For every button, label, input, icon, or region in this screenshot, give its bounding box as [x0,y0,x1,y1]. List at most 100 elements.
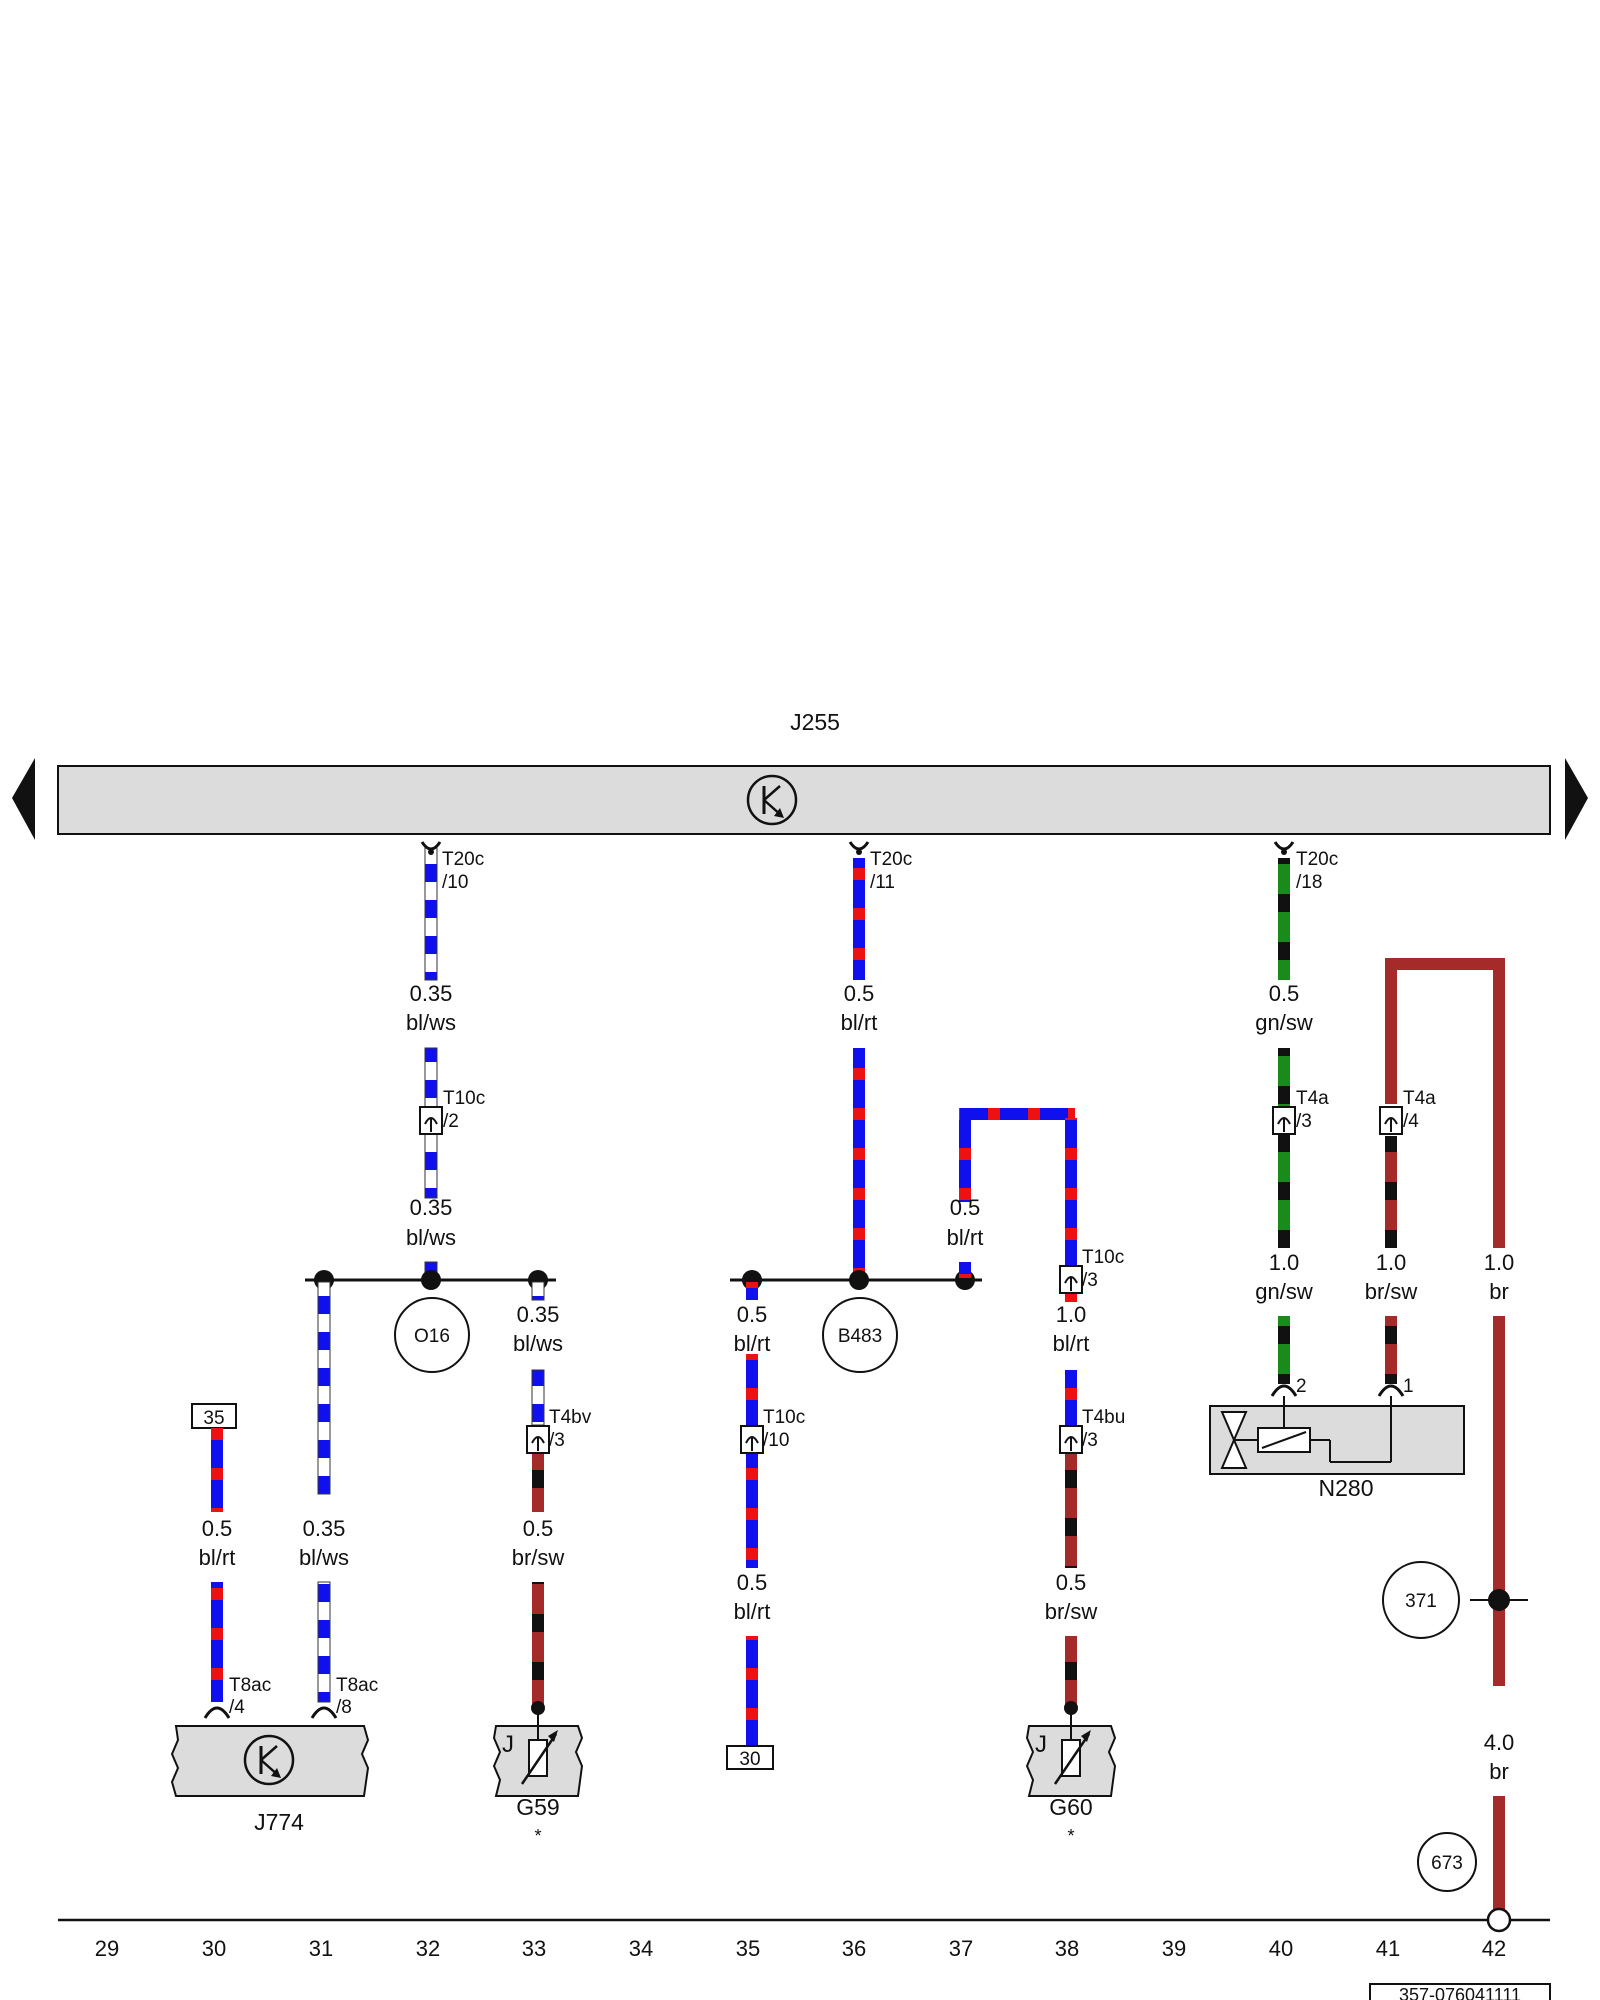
column-number: 41 [1376,1936,1400,1961]
reference-box-30[interactable] [726,1745,774,1770]
connector-pin-t4bv3: /3 [549,1430,565,1451]
connector-label-t10c2: T10c [443,1088,485,1109]
connector-pin-t4a4: /4 [1403,1111,1419,1132]
wire-gauge: 0.5 [950,1195,981,1220]
wire-col38-brsw[interactable] [1065,1454,1077,1568]
connector-pin-t8ac8: /8 [336,1697,352,1718]
pin-label-2: 2 [1296,1376,1307,1397]
wire-col38-stub[interactable] [1065,1294,1077,1302]
wire-color: br [1489,1759,1509,1784]
wire-color: bl/ws [299,1545,349,1570]
ground-point-371-label: 371 [1405,1591,1437,1612]
wire-col31-upper[interactable] [317,1281,331,1495]
connector-plug-icon [1270,1384,1298,1397]
wire-col30-lower[interactable] [211,1582,223,1702]
column-number: 39 [1162,1936,1186,1961]
junction-b483-label: B483 [838,1326,882,1347]
wire-gauge: 0.35 [303,1516,346,1541]
wire-col35-stub[interactable] [746,1282,758,1300]
wire-br-right[interactable] [1493,964,1505,1248]
wire-col36-lower[interactable] [853,1048,865,1276]
wire-col41-lower[interactable] [1385,1316,1397,1384]
wire-col30-upper[interactable] [211,1428,223,1512]
pin-dot [856,849,862,855]
junction-dot [849,1270,869,1290]
connector-label-t20c11: T20c [870,849,912,870]
wire-br-lower[interactable] [1493,1796,1505,1910]
reference-30-label: 30 [739,1749,760,1770]
wire-color: gn/sw [1255,1279,1313,1304]
wire-col33-stub[interactable] [531,1281,545,1301]
connector-socket-icon [848,841,870,851]
column-number: 37 [949,1936,973,1961]
wire-loop-top[interactable] [959,1108,1075,1120]
sensor-g60: J [1025,1708,1117,1797]
wire-col35-mid[interactable] [746,1354,758,1568]
junction-o16 [394,1297,470,1373]
junction-b483 [822,1297,898,1373]
connector-pin-t20c10: /10 [442,872,468,893]
wire-loop-right[interactable] [1065,1118,1077,1268]
wire-br-loop-left[interactable] [1385,964,1397,1104]
wire-loop-left[interactable] [959,1118,971,1202]
wire-color: bl/rt [1053,1331,1090,1356]
wire-col33-brsw[interactable] [532,1450,544,1512]
wire-color: bl/ws [513,1331,563,1356]
control-unit-label: J255 [790,709,840,735]
reference-box-35[interactable] [191,1403,237,1429]
connector-pin-t4bu3: /3 [1082,1430,1098,1451]
wire-t20c11[interactable] [853,858,865,980]
wire-col38-brsw-lower[interactable] [1065,1636,1077,1708]
connector-plug-icon [203,1706,231,1719]
column-number: 33 [522,1936,546,1961]
wire-color: bl/rt [734,1331,771,1356]
wire-gauge: 0.5 [202,1516,233,1541]
wire-col40-lower[interactable] [1278,1316,1290,1384]
wire-gauge: 0.35 [410,981,453,1006]
document-number: 357-076041111 [1399,1985,1521,2000]
component-label-g59: G59 [516,1794,559,1820]
inline-connector-icon [1059,1265,1083,1294]
component-label-n280: N280 [1319,1475,1374,1501]
connector-label-t4bu3: T4bu [1082,1407,1125,1428]
scroll-right-arrow-icon[interactable] [1565,758,1588,840]
scroll-left-arrow-icon[interactable] [12,758,35,840]
ground-point-371 [1382,1561,1460,1639]
wire-col41-upper[interactable] [1385,1136,1397,1248]
wire-gauge: 0.5 [844,981,875,1006]
wire-color: bl/ws [406,1225,456,1250]
wire-col31-lower[interactable] [317,1581,331,1703]
wire-t20c18[interactable] [1278,858,1290,980]
wire-col40-upper[interactable] [1278,1048,1290,1248]
column-number: 31 [309,1936,333,1961]
wire-br-loop-top[interactable] [1385,958,1505,970]
inline-connector-icon [526,1425,550,1454]
connector-pin-t20c11: /11 [870,872,895,893]
connector-label-t4a3: T4a [1296,1088,1329,1109]
wire-col38-blrt[interactable] [1065,1370,1077,1425]
connector-label-t20c18: T20c [1296,849,1338,870]
connector-plug-icon [310,1706,338,1719]
sensor-g59: J [492,1708,584,1797]
column-number: 29 [95,1936,119,1961]
connector-label-t8ac4: T8ac [229,1675,271,1696]
wire-col35-lower[interactable] [746,1636,758,1746]
column-number-row: 29 30 31 32 33 34 35 36 37 38 39 40 41 4… [95,1936,1506,1961]
wire-gauge: 0.5 [1269,981,1300,1006]
wire-col33-brsw-lower[interactable] [532,1582,544,1708]
wire-loop-stub[interactable] [959,1262,971,1278]
wire-color: br/sw [512,1545,565,1570]
wire-br-mid[interactable] [1493,1316,1505,1686]
control-unit-j774 [170,1725,370,1797]
reference-35-label: 35 [203,1408,224,1429]
column-number: 38 [1055,1936,1079,1961]
column-number: 40 [1269,1936,1293,1961]
inline-connector-icon [1059,1425,1083,1454]
junction-dot [421,1270,441,1290]
wire-col33-blws[interactable] [531,1369,545,1426]
wire-gauge: 0.5 [523,1516,554,1541]
wire-gauge: 1.0 [1376,1250,1407,1275]
wire-gauge: 0.5 [737,1570,768,1595]
wire-color: bl/rt [947,1225,984,1250]
